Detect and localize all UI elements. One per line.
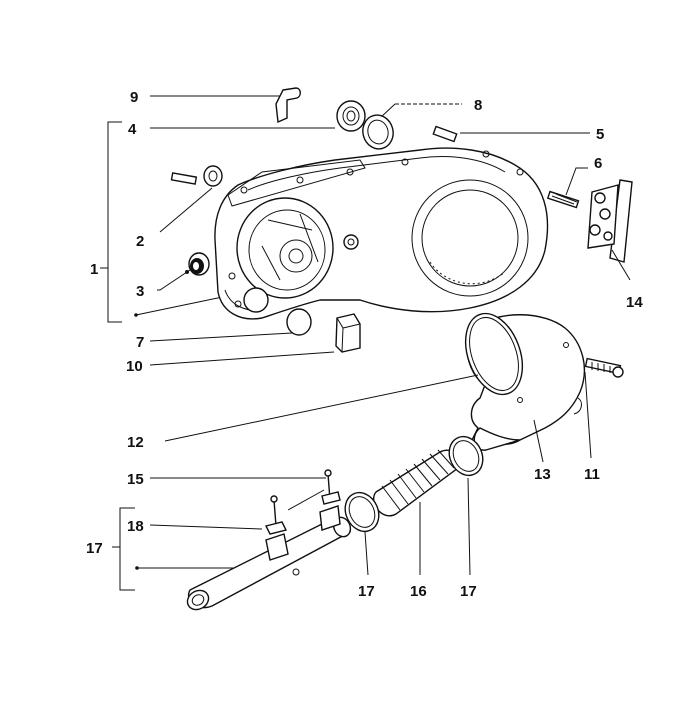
- part-2-bush: [159, 165, 223, 233]
- part-3-rubber-bush: [157, 252, 210, 291]
- part-7-cap: [149, 287, 312, 342]
- part-16-bellows: [373, 449, 461, 575]
- callout-8: 8: [474, 97, 482, 114]
- callout-9: 9: [130, 89, 138, 106]
- callout-16: 16: [410, 583, 427, 600]
- part-19-clips: [149, 491, 341, 535]
- callout-6: 6: [594, 155, 602, 172]
- part-9-clip: [150, 87, 301, 124]
- callout-2: 2: [136, 233, 144, 250]
- callout-3: 3: [136, 283, 144, 300]
- part-8-seal-ring: [362, 103, 462, 150]
- leader-1: [135, 294, 233, 316]
- leader-13: [533, 419, 544, 463]
- part-18-intake-pipe: [186, 505, 352, 611]
- leader-12: [164, 374, 479, 442]
- group-1-bracket: [107, 121, 122, 323]
- cover-gasket: [227, 159, 366, 207]
- part-14-terminal-block: [587, 179, 633, 281]
- callout-11: 11: [584, 466, 600, 483]
- callout-7: 7: [136, 334, 144, 351]
- part-5-pin: [432, 125, 590, 143]
- transmission-cover: [214, 147, 549, 320]
- group-18-bracket: [119, 507, 135, 591]
- callout-5: 5: [596, 126, 604, 143]
- part-6-screw: [546, 167, 588, 209]
- part-17-clamp-b: [448, 435, 484, 576]
- callout-13: 13: [534, 466, 551, 483]
- callout-4: 4: [128, 121, 137, 138]
- callout-15: 15: [127, 471, 144, 488]
- part-4-bearing: [336, 100, 366, 132]
- callout-12: 12: [127, 434, 144, 451]
- callout-1: 1: [90, 261, 98, 278]
- callout-19: 18: [127, 518, 144, 535]
- part-10-block: [149, 313, 361, 366]
- part-13-air-duct: [464, 312, 586, 454]
- part-11-screw: [584, 357, 624, 459]
- callout-14: 14: [626, 294, 643, 311]
- part-17-clamp-a: [344, 491, 380, 576]
- callout-17-left: 17: [358, 583, 375, 600]
- callout-17-right: 17: [460, 583, 477, 600]
- callout-10: 10: [126, 358, 143, 375]
- callout-18: 17: [86, 540, 103, 557]
- part-15-screws: [150, 469, 332, 527]
